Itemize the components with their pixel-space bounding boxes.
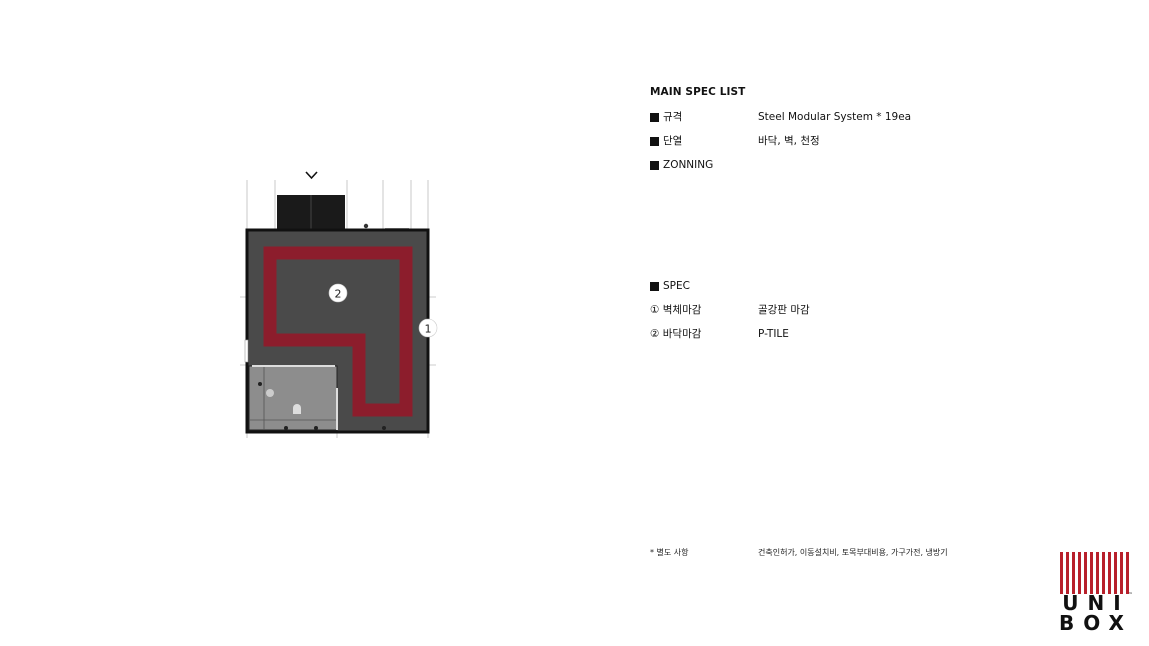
- spec-title: MAIN SPEC LIST: [650, 86, 746, 98]
- floor-plan: 2 1: [240, 171, 438, 438]
- finish-label: ② 바닥마감: [650, 328, 702, 340]
- note-value: 건축인허가, 이동설치비, 토목부대비용, 가구가전, 냉방기: [758, 548, 948, 557]
- finish-label: ① 벽체마감: [650, 304, 702, 316]
- logo-stripes: [1060, 552, 1129, 594]
- unibox-logo: UNI BOX ™: [1058, 552, 1134, 634]
- circulation-path: [263, 246, 413, 417]
- logo-tm: ™: [1128, 592, 1133, 598]
- chevron-down-icon: [305, 171, 318, 180]
- finish-value: P-TILE: [758, 328, 789, 340]
- bullet-square-icon: [650, 281, 659, 291]
- marker-2: [328, 283, 348, 303]
- logo-line-2: BOX: [1059, 611, 1133, 635]
- spec-value: Steel Modular System * 19ea: [758, 111, 912, 123]
- logo-line-1: UNI: [1062, 591, 1130, 615]
- spec-label: ZONNING: [663, 159, 714, 171]
- bullet-square-icon: [650, 136, 659, 146]
- bullet-square-icon: [650, 112, 659, 122]
- marker-1: [418, 318, 438, 338]
- spec-label: 단열: [663, 135, 683, 147]
- spec-heading: SPEC: [663, 280, 690, 292]
- spec-label: 규격: [663, 111, 683, 123]
- marker-2-label: 2: [335, 288, 342, 301]
- note-label: * 별도 사항: [650, 548, 689, 557]
- spec-value: 바닥, 벽, 천정: [758, 135, 820, 147]
- bullet-square-icon: [650, 160, 659, 170]
- finish-value: 골강판 마감: [758, 304, 810, 316]
- marker-1-label: 1: [425, 323, 432, 336]
